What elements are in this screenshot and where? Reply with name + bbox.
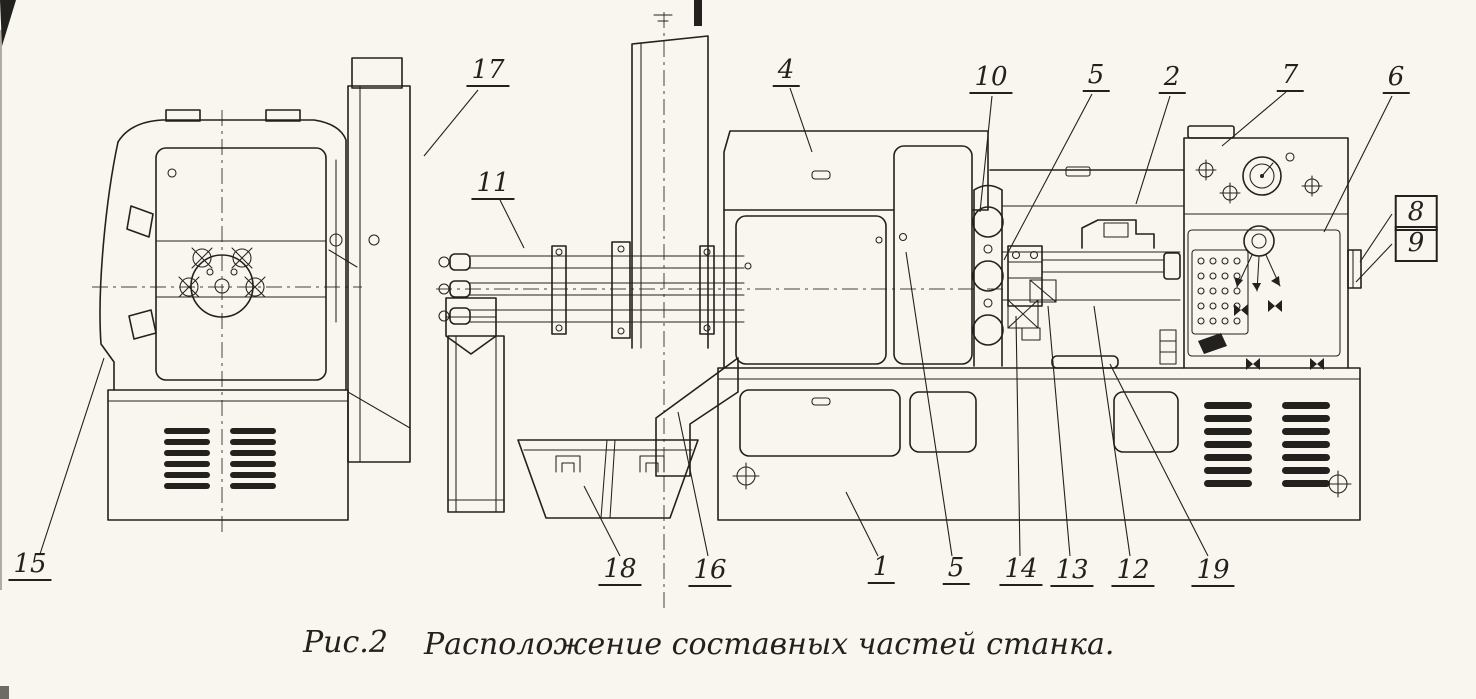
part-label-12: 12 [1111,557,1155,587]
scan-artifacts [0,0,702,699]
part-label-18: 18 [598,556,642,586]
button-grid [1197,257,1241,325]
bar-feed-section [438,14,745,519]
figure-number: Рис.2 [303,625,388,660]
centerlines [92,12,1008,612]
part-label-1: 1 [867,554,895,584]
part-label-16: 16 [688,557,732,587]
part-label-5-bottom: 5 [942,555,970,585]
part-label-2: 2 [1158,64,1186,94]
part-label-14: 14 [999,556,1043,586]
part-label-11: 11 [471,170,515,200]
side-view [717,125,1362,521]
figure-title: Расположение составных частей станка. [424,627,1115,662]
vent-louvers-right [1204,402,1330,487]
vent-louvers-left [164,428,276,489]
part-label-4: 4 [772,57,800,87]
part-label-8: 8 [1394,195,1438,231]
part-label-17: 17 [466,57,510,87]
part-label-10: 10 [969,64,1013,94]
part-label-19: 19 [1191,557,1235,587]
leader-lines [39,87,1393,557]
end-view [99,57,411,521]
part-label-5-top: 5 [1082,62,1110,92]
part-label-15: 15 [8,551,52,581]
part-label-9: 9 [1394,226,1438,262]
part-label-13: 13 [1050,557,1094,587]
part-label-6: 6 [1382,64,1410,94]
part-label-7: 7 [1276,62,1304,92]
